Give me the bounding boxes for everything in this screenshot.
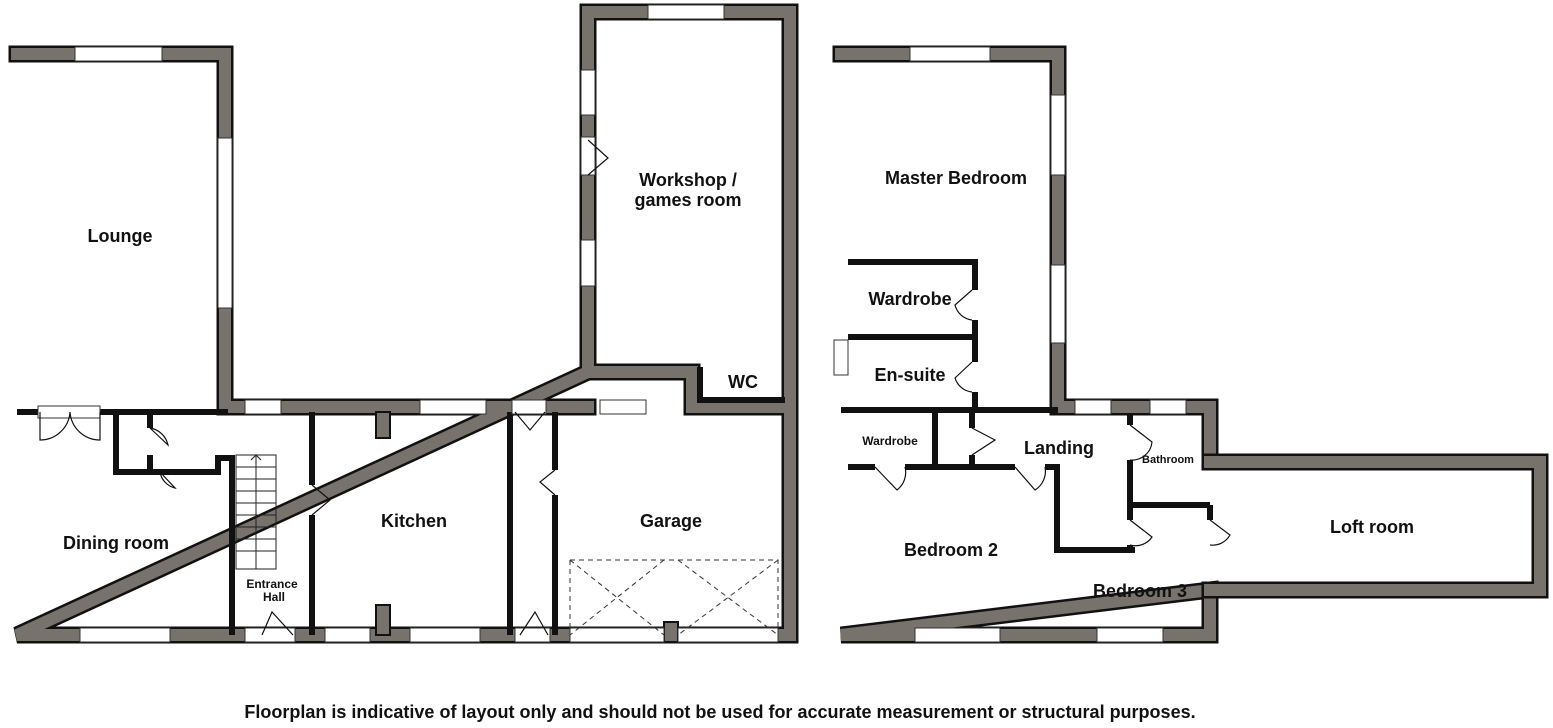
label-games-room: games room — [634, 190, 741, 210]
first-doors — [874, 289, 1231, 547]
ground-windows — [37, 4, 779, 643]
label-garage: Garage — [640, 511, 702, 531]
disclaimer: Floorplan is indicative of layout only a… — [244, 702, 1196, 722]
label-entrance: Entrance — [246, 577, 298, 591]
label-workshop: Workshop / — [639, 170, 737, 190]
label-landing: Landing — [1024, 438, 1094, 458]
ground-doors — [39, 139, 779, 636]
label-bedroom-3: Bedroom 3 — [1093, 581, 1187, 601]
staircase — [235, 454, 277, 570]
floorplan: Lounge Dining room Entrance Hall Kitchen… — [8, 3, 1549, 644]
label-bathroom: Bathroom — [1142, 454, 1194, 466]
label-lounge: Lounge — [88, 226, 153, 246]
first-windows — [833, 46, 1187, 643]
label-hall: Hall — [263, 590, 285, 604]
label-loft-room: Loft room — [1330, 517, 1414, 537]
label-dining-room: Dining room — [63, 533, 169, 553]
label-wardrobe-small: Wardrobe — [862, 434, 918, 448]
label-wardrobe: Wardrobe — [868, 289, 951, 309]
label-kitchen: Kitchen — [381, 511, 447, 531]
room-labels: Lounge Dining room Entrance Hall Kitchen… — [63, 168, 1414, 604]
label-en-suite: En-suite — [874, 365, 945, 385]
label-bedroom-2: Bedroom 2 — [904, 540, 998, 560]
label-wc: WC — [728, 372, 758, 392]
label-master-bedroom: Master Bedroom — [885, 168, 1027, 188]
